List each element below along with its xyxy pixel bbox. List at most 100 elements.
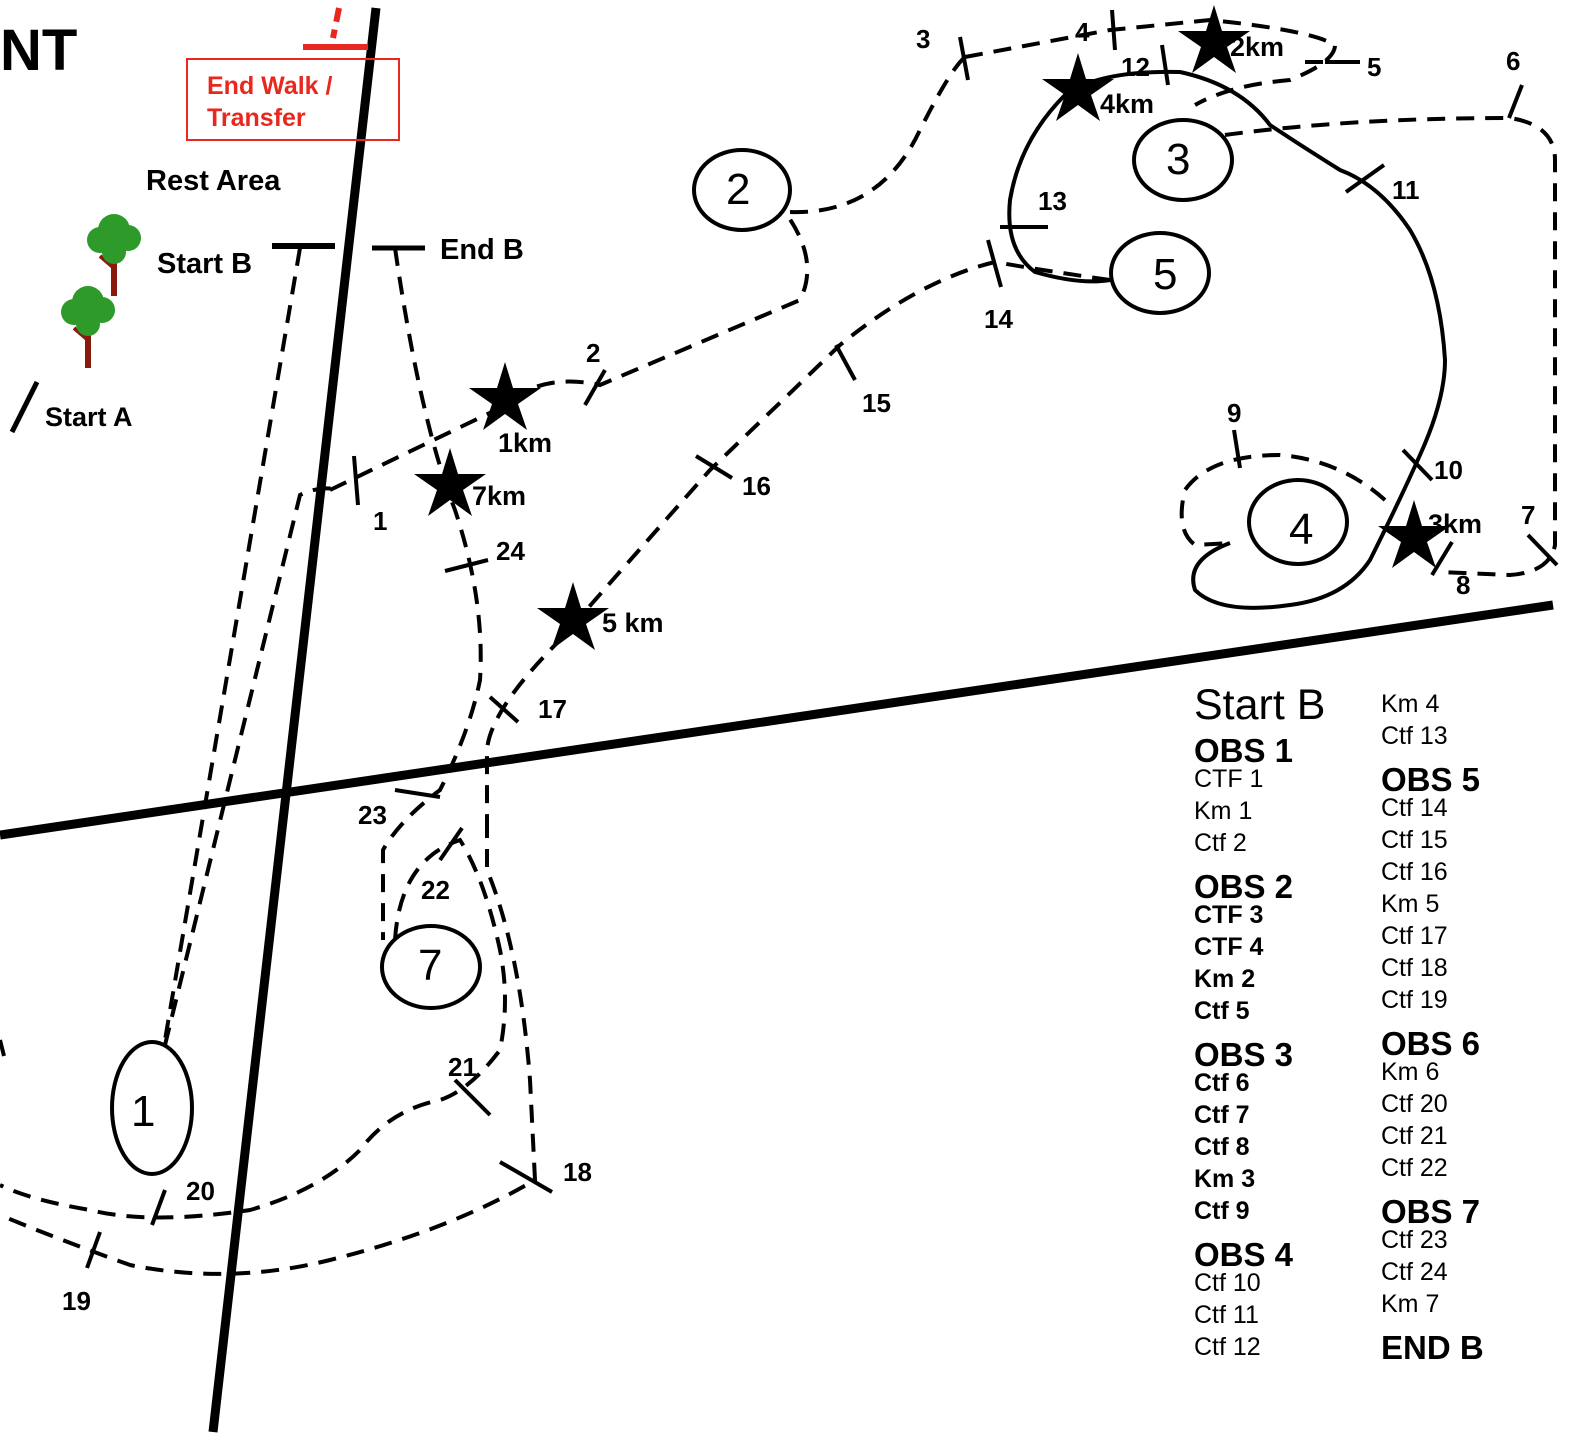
tree-icon	[87, 214, 141, 296]
end-walk-transfer-box: End Walk / Transfer	[186, 58, 400, 141]
obstacle-7-label: 7	[418, 941, 443, 990]
tick-16	[694, 454, 734, 480]
end-walk-line2: Transfer	[207, 104, 306, 132]
start-b-label: Start B	[157, 248, 253, 280]
tick-17	[488, 695, 520, 724]
tick-6	[1507, 84, 1524, 119]
tick-3	[958, 36, 970, 81]
checkpoint-20-label: 20	[186, 1176, 215, 1206]
trail-endb-cp23	[381, 247, 483, 940]
end-walk-line1: End Walk /	[207, 72, 333, 100]
checkpoint-ticks	[85, 9, 1559, 1269]
legend-item: Ctf 7	[1194, 1101, 1250, 1129]
tick-4	[1110, 9, 1117, 51]
checkpoint-24-label: 24	[496, 536, 525, 566]
tick-1	[352, 455, 360, 506]
tick-15	[834, 344, 857, 381]
obstacle-5-label: 5	[1153, 250, 1178, 299]
checkpoint-11-label: 11	[1392, 175, 1420, 205]
tick-11	[1344, 163, 1386, 194]
tick-19	[85, 1231, 102, 1269]
km-5-label: 5 km	[602, 608, 664, 638]
legend-item: OBS 7	[1381, 1193, 1481, 1230]
star-3km	[1378, 500, 1450, 568]
tick-7	[1526, 533, 1559, 567]
start-a-label: Start A	[45, 402, 133, 432]
legend-item: Km 6	[1381, 1058, 1440, 1086]
legend-item: Km 1	[1194, 797, 1253, 825]
obs-2-shape	[692, 148, 792, 232]
checkpoint-21-label: 21	[448, 1052, 477, 1082]
road-vertical	[208, 7, 381, 1433]
obs-5-shape	[1109, 231, 1211, 315]
obs-3-shape	[1132, 118, 1234, 202]
trail-obs1-cp1	[163, 486, 341, 1046]
legend-item: Km 7	[1381, 1290, 1440, 1318]
obstacle-2-label: 2	[726, 165, 751, 214]
legend-item: Ctf 17	[1381, 922, 1448, 950]
checkpoint-4-label: 4	[1075, 17, 1090, 47]
trail-cp1-cp2	[329, 210, 810, 492]
tick-24	[444, 558, 489, 573]
km-4-label: 4km	[1100, 89, 1155, 119]
legend-item: Km 4	[1381, 690, 1440, 718]
legend-item: Ctf 22	[1381, 1154, 1448, 1182]
legend-item: Ctf 9	[1194, 1197, 1250, 1225]
legend-item: Ctf 21	[1381, 1122, 1448, 1150]
tree-icon	[61, 286, 115, 368]
trail-startb-obs1	[163, 247, 302, 1041]
legend-heading: Start B	[1194, 681, 1326, 729]
tick-21	[453, 1078, 492, 1117]
legend-item: Ctf 20	[1381, 1090, 1448, 1118]
checkpoint-17-label: 17	[538, 694, 567, 724]
star-4km	[1042, 53, 1114, 121]
tick-23	[394, 788, 441, 799]
trails	[0, 17, 1557, 1276]
star-2km	[1178, 5, 1250, 73]
trail-obs2-cp3	[789, 55, 967, 215]
legend-item: Ctf 6	[1194, 1069, 1250, 1097]
checkpoint-5-label: 5	[1367, 52, 1382, 82]
star-5km	[537, 582, 609, 650]
page-title: NT	[0, 18, 78, 83]
tick-9	[1232, 429, 1242, 469]
checkpoint-8-label: 8	[1456, 570, 1471, 600]
legend-item: Ctf 10	[1194, 1269, 1261, 1297]
star-7km	[414, 448, 486, 516]
legend-item: OBS 3	[1194, 1036, 1294, 1073]
km-2-label: 2km	[1230, 32, 1285, 62]
checkpoint-22-label: 22	[421, 875, 450, 905]
checkpoint-6-label: 6	[1506, 46, 1521, 76]
legend-item: CTF 1	[1194, 765, 1264, 793]
checkpoint-13-label: 13	[1038, 186, 1067, 216]
legend-item: Km 2	[1194, 965, 1256, 993]
checkpoint-18-label: 18	[563, 1157, 592, 1187]
tick-8	[1430, 540, 1454, 577]
legend-item: Ctf 19	[1381, 986, 1448, 1014]
legend-item: OBS 1	[1194, 732, 1294, 769]
km-stars	[414, 5, 1450, 650]
checkpoint-7-label: 7	[1521, 500, 1536, 530]
legend-item: Km 5	[1381, 890, 1440, 918]
road-horizontal	[0, 600, 1554, 840]
checkpoint-2-label: 2	[586, 338, 601, 368]
checkpoint-10-label: 10	[1434, 455, 1463, 485]
start-a-bar	[9, 380, 40, 434]
trail-cp22-loop	[0, 837, 507, 1220]
tick-10	[1401, 448, 1434, 482]
obstacle-shapes	[110, 118, 1349, 1176]
legend-item: Ctf 24	[1381, 1258, 1448, 1286]
trail-cp14-cp17	[485, 259, 1111, 820]
tick-22	[438, 826, 464, 862]
obstacle-4-label: 4	[1289, 505, 1314, 554]
obstacle-1-label: 1	[131, 1087, 156, 1136]
trail-obs3-cp7	[1224, 115, 1557, 578]
legend-item: CTF 4	[1194, 933, 1264, 961]
legend-item: Ctf 8	[1194, 1133, 1250, 1161]
legend-item: Ctf 13	[1381, 722, 1448, 750]
tick-12	[1160, 44, 1170, 86]
obs-1-shape	[110, 1040, 194, 1176]
